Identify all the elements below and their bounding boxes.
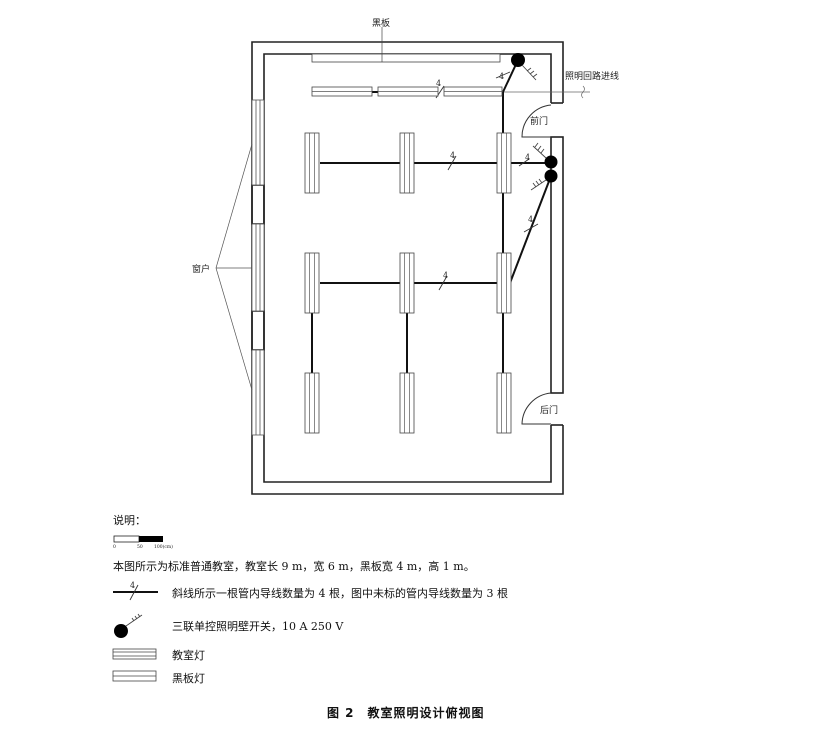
classroom-lamp <box>496 132 512 194</box>
inlet-label: 照明回路进线 <box>565 70 619 82</box>
wiring <box>311 59 552 373</box>
wire-count-marks <box>435 71 539 291</box>
rear-door-swing <box>521 392 552 425</box>
blackboard <box>311 53 501 63</box>
switch-icon <box>544 155 558 169</box>
scale-tick-label: 50 <box>137 544 143 550</box>
wire-count-label: 4 <box>528 215 533 224</box>
wire-count-label: 4 <box>436 79 441 88</box>
switches <box>511 53 558 191</box>
wire-count-label: 4 <box>443 271 448 280</box>
legend-wire-count: 4 <box>130 581 135 590</box>
room-description: 本图所示为标准普通教室，教室长 9 m，宽 6 m，黑板宽 4 m，高 1 m。 <box>113 560 475 573</box>
scale-bar-white <box>113 535 140 543</box>
doors <box>521 104 552 425</box>
classroom-lamp <box>304 132 320 194</box>
right-wall-segment <box>550 136 564 394</box>
classroom-lamp <box>496 372 512 434</box>
classroom-lamp-label: 教室灯 <box>172 649 205 662</box>
scale-tick-label: 100(cm) <box>154 543 173 550</box>
front-door-label: 前门 <box>530 115 548 127</box>
wire-count-label: 4 <box>525 153 530 162</box>
legend-title: 说明： <box>113 514 146 527</box>
classroom-lamp <box>399 372 415 434</box>
legend-classroom-lamp-icon <box>112 648 157 660</box>
figure-caption: 图 2 教室照明设计俯视图 <box>327 706 485 720</box>
wire-note: 斜线所示一根管内导线数量为 4 根，图中未标的管内导线数量为 3 根 <box>172 587 508 600</box>
classroom-lamp <box>399 132 415 194</box>
window-leader-lines <box>215 143 253 391</box>
scale-bar-black <box>139 536 163 542</box>
legend-switch-icon <box>114 624 128 638</box>
switch-note: 三联单控照明壁开关，10 A 250 V <box>172 620 344 633</box>
blackboard-label: 黑板 <box>372 17 390 29</box>
switch-icon <box>511 53 525 67</box>
wire-count-label: 4 <box>499 72 504 81</box>
wire-count-label: 4 <box>450 151 455 160</box>
windows <box>251 99 265 436</box>
classroom-lamp <box>304 372 320 434</box>
classroom-lamp <box>496 252 512 314</box>
rear-door-label: 后门 <box>540 404 558 416</box>
blackboard-lamp-label: 黑板灯 <box>172 672 205 685</box>
classroom-lamp <box>304 252 320 314</box>
switch-icon <box>544 169 558 183</box>
front-door-swing <box>521 104 552 138</box>
lamps <box>304 86 512 434</box>
classroom-lamp <box>399 252 415 314</box>
window-label: 窗户 <box>192 263 210 275</box>
legend-graphics: 0 50 100(cm) 4 <box>112 535 173 682</box>
scale-tick-label: 0 <box>113 544 116 550</box>
